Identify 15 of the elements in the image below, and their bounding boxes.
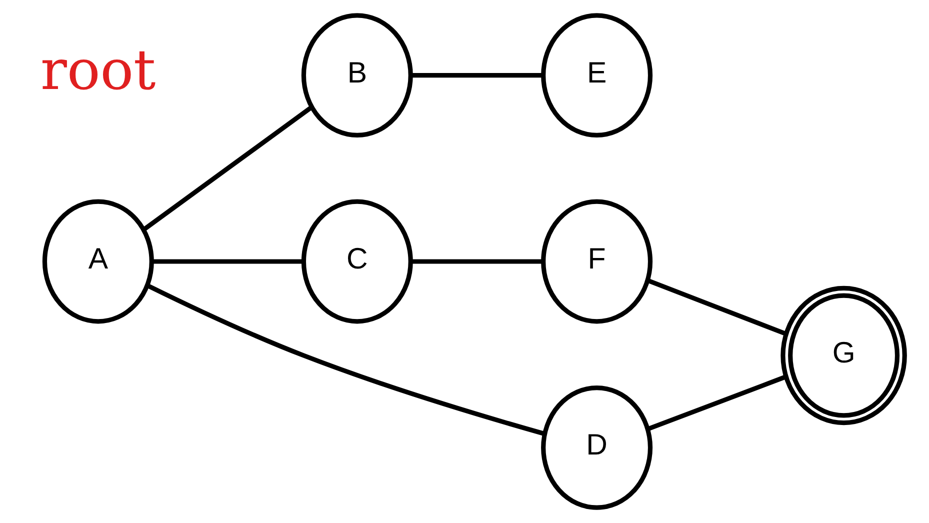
connector xyxy=(142,106,312,232)
connector xyxy=(146,284,544,436)
label: root xyxy=(40,39,156,104)
node-ellipse: B xyxy=(300,13,412,138)
connector xyxy=(410,259,543,264)
connector xyxy=(410,73,543,78)
node-ellipse: C xyxy=(300,199,412,324)
node-ellipse: F xyxy=(540,199,652,324)
node-ellipse: A xyxy=(42,199,154,324)
connector xyxy=(151,259,302,264)
node-ellipse: E xyxy=(540,13,652,138)
connector xyxy=(646,374,786,432)
node-ellipse: D xyxy=(540,385,652,510)
connector xyxy=(646,278,786,336)
node-circle: G xyxy=(780,286,906,426)
